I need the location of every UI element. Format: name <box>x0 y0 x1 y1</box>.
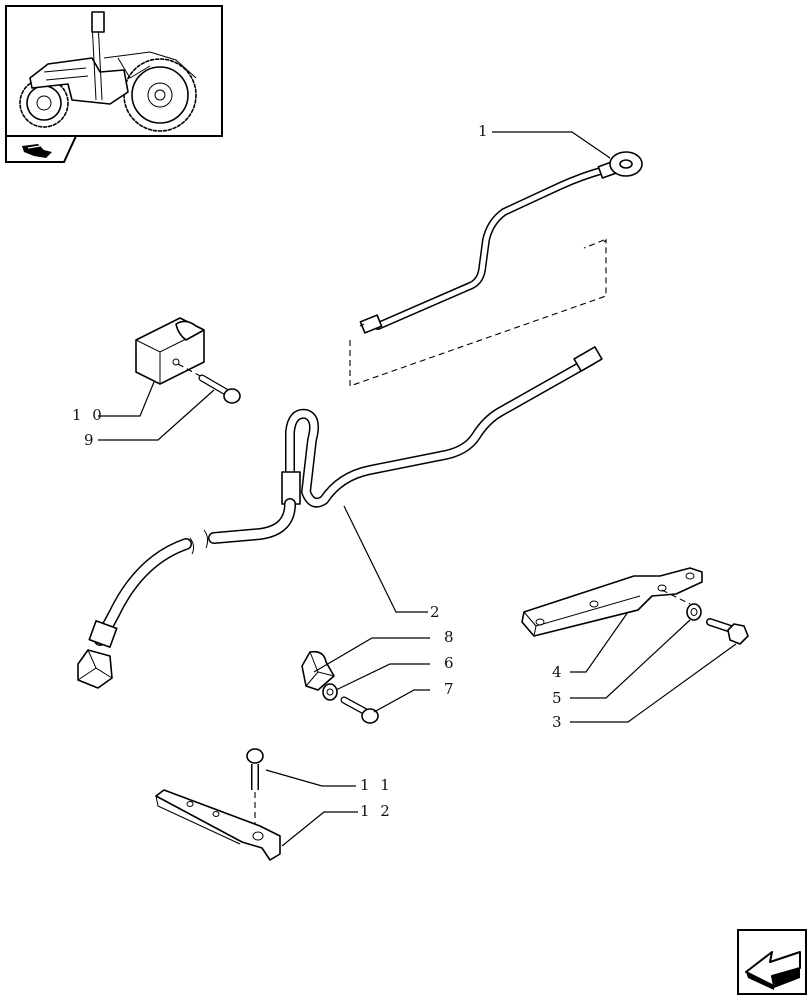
washer-5 <box>686 603 702 621</box>
clip-8 <box>301 650 335 691</box>
bolt-3 <box>706 618 749 645</box>
bolt-9 <box>177 363 241 404</box>
callout-1: 1 <box>478 122 491 140</box>
callout-labels: 1 2 3 4 5 6 7 8 9 1 0 1 1 1 2 <box>72 122 565 820</box>
pipe-upper <box>359 151 643 334</box>
tractor-thumbnail <box>5 5 223 137</box>
clamp-block <box>135 317 205 385</box>
callout-11: 1 1 <box>360 776 393 794</box>
callout-9: 9 <box>84 431 97 449</box>
callout-6: 6 <box>444 654 457 672</box>
callout-7: 7 <box>444 680 457 698</box>
bolt-11 <box>246 748 264 826</box>
callout-12: 1 2 <box>360 802 393 820</box>
dashed-connection <box>349 238 607 387</box>
bracket-4 <box>521 567 703 637</box>
callout-5: 5 <box>552 689 565 707</box>
bolt-7 <box>340 696 379 724</box>
next-page-arrow-icon[interactable] <box>737 929 807 995</box>
bracket-12 <box>155 789 281 861</box>
washer-6 <box>322 683 338 701</box>
callout-2: 2 <box>430 603 443 621</box>
leader-lines <box>98 131 737 847</box>
pipe-main <box>77 346 603 689</box>
callout-10: 1 0 <box>72 406 105 424</box>
callout-4: 4 <box>552 663 565 681</box>
section-badge-icon[interactable] <box>5 135 78 163</box>
callout-3: 3 <box>552 713 565 731</box>
callout-8: 8 <box>444 628 457 646</box>
